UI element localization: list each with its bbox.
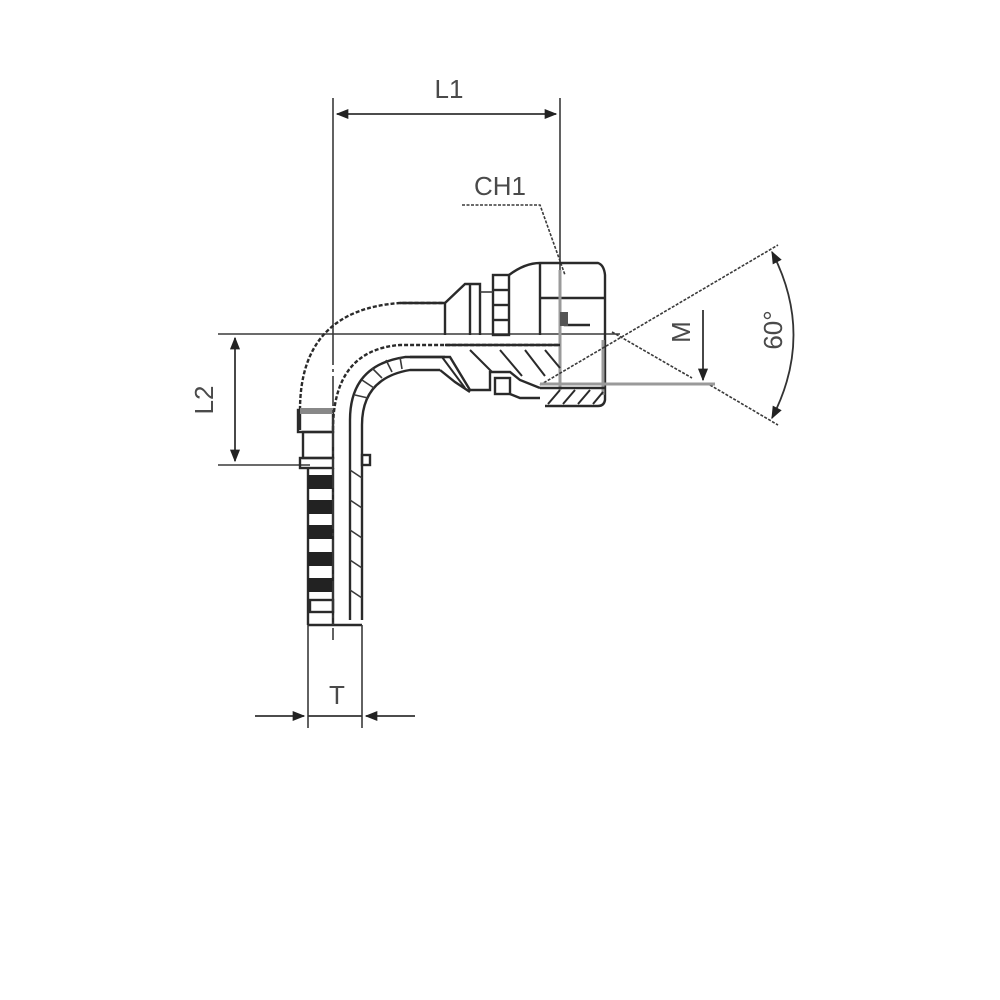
label-l1: L1	[435, 74, 464, 104]
dimension-l2: L2	[189, 333, 620, 466]
label-angle: 60°	[758, 310, 788, 349]
dimension-ch1: CH1	[462, 171, 566, 276]
label-l2: L2	[189, 386, 219, 415]
dimension-m: M	[540, 310, 715, 386]
dimension-60-degree: 60°	[539, 244, 795, 426]
dimension-l1: L1	[332, 74, 561, 335]
label-t: T	[329, 680, 345, 710]
dimension-t: T	[255, 625, 415, 728]
label-ch1: CH1	[474, 171, 526, 201]
section-hatching	[410, 343, 561, 400]
ferrule	[296, 408, 372, 627]
label-m: M	[666, 321, 696, 343]
collar-hex	[444, 261, 541, 337]
elbow-body	[298, 301, 560, 620]
swivel-nut	[538, 261, 607, 408]
